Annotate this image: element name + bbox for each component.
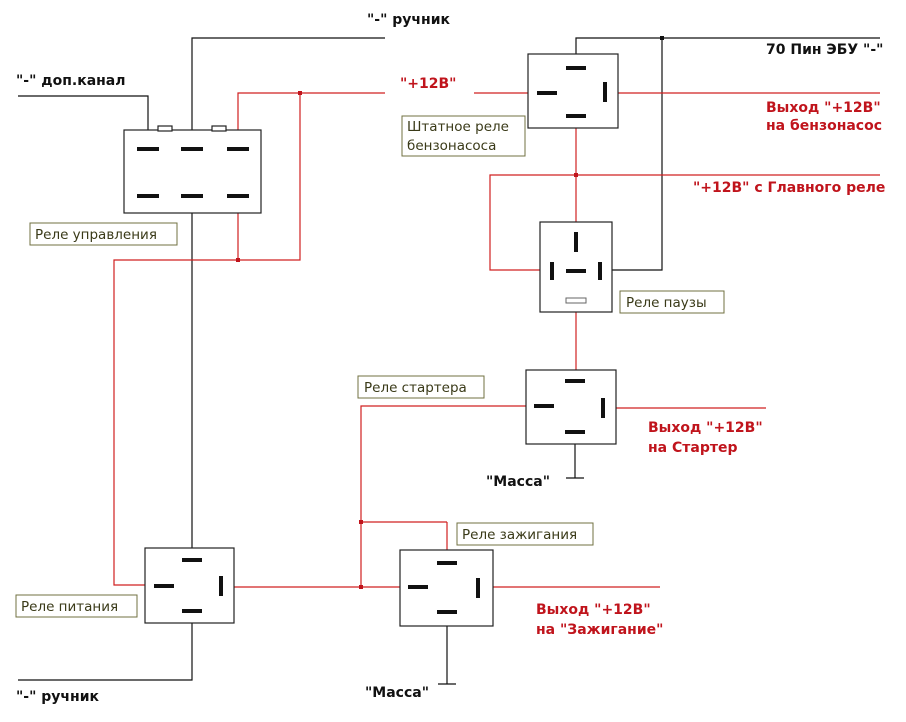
relay-pin — [181, 147, 203, 151]
relay-pin — [181, 194, 203, 198]
label-box-pause-relay — [619, 290, 725, 314]
label-fuel-pump-relay-2: бензонасоса — [407, 138, 496, 154]
junction-dot — [236, 258, 240, 262]
wire-ecu-pin70 — [575, 37, 880, 54]
wire-extra-channel — [18, 95, 149, 130]
junction-dot — [574, 173, 578, 177]
positive-wires — [113, 92, 880, 588]
ignition-relay — [399, 549, 494, 627]
relay-pin — [565, 379, 585, 383]
label-handbrake-top: "-" ручник — [367, 12, 451, 28]
wire-handbrake-top — [191, 37, 385, 130]
label-box-fuel-pump-relay — [401, 115, 526, 157]
label-fuel-pump-relay-1: Штатное реле — [407, 119, 509, 135]
fuel-pump-relay — [527, 53, 619, 129]
junctions — [236, 36, 664, 589]
label-ground-ignition: "Масса" — [365, 685, 429, 701]
relay-pin — [601, 398, 605, 418]
label-starter-relay: Реле стартера — [364, 380, 467, 396]
relay-pin — [182, 609, 202, 613]
label-pause-relay: Реле паузы — [626, 295, 707, 311]
wire-starter-control — [360, 405, 526, 587]
relay-pin — [574, 232, 578, 252]
label-ecu-pin70: 70 Пин ЭБУ "-" — [766, 42, 883, 58]
relay-pin — [137, 194, 159, 198]
power-relay — [144, 547, 235, 624]
junction-dot — [359, 585, 363, 589]
wire-power-relay-handbrake — [18, 623, 193, 681]
relay-diode-slot — [565, 297, 587, 304]
relay-pin — [603, 82, 607, 102]
relay-pin — [154, 584, 174, 588]
label-extra-channel: "-" доп.канал — [16, 73, 126, 89]
negative-wires — [18, 37, 880, 685]
junction-dot — [359, 520, 363, 524]
control-relay — [123, 125, 262, 214]
label-output-ignition-2: на "Зажигание" — [536, 622, 663, 638]
starter-relay — [525, 369, 617, 445]
wire-main-relay-12v — [489, 174, 880, 271]
relay-pin — [219, 576, 223, 596]
wire-plus12v-down-right — [113, 93, 301, 586]
wire-ecu-to-pause-relay — [612, 38, 663, 271]
relay-pin — [137, 147, 159, 151]
relay-pin — [182, 558, 202, 562]
pause-relay — [539, 221, 613, 313]
junction-dot — [298, 91, 302, 95]
relay-pin — [227, 147, 249, 151]
label-control-relay: Реле управления — [35, 227, 157, 243]
label-box-starter-relay — [357, 375, 485, 399]
relay-pin — [537, 91, 557, 95]
label-output-starter-1: Выход "+12В" — [648, 420, 763, 436]
relay-pin — [550, 262, 554, 280]
label-output-starter-2: на Стартер — [648, 440, 737, 456]
label-plus12v-main-relay: "+12В" с Главного реле — [693, 180, 885, 196]
relay-pin — [566, 66, 586, 70]
relay-pin — [566, 269, 586, 273]
wire-plus12v-top — [237, 92, 385, 130]
relay-pin — [534, 404, 554, 408]
relay-pin — [476, 578, 480, 598]
label-power-relay: Реле питания — [21, 599, 118, 615]
label-output-fuel-pump-1: Выход "+12В" — [766, 100, 881, 116]
label-ignition-relay: Реле зажигания — [462, 527, 577, 543]
label-box-power-relay — [15, 594, 138, 618]
relay-pin — [437, 610, 457, 614]
label-ground-starter: "Масса" — [486, 474, 550, 490]
label-handbrake-bottom: "-" ручник — [16, 689, 100, 705]
relay-pin — [227, 194, 249, 198]
relay-pin — [598, 262, 602, 280]
relay-pin — [566, 114, 586, 118]
relay-pin — [408, 585, 428, 589]
relay-pin — [565, 430, 585, 434]
label-output-ignition-1: Выход "+12В" — [536, 602, 651, 618]
label-box-control-relay — [29, 222, 178, 246]
label-plus12v-top: "+12В" — [400, 76, 456, 92]
relay-pin — [437, 561, 457, 565]
label-output-fuel-pump-2: на бензонасос — [766, 118, 882, 134]
junction-dot — [660, 36, 664, 40]
label-box-ignition-relay — [456, 522, 594, 546]
